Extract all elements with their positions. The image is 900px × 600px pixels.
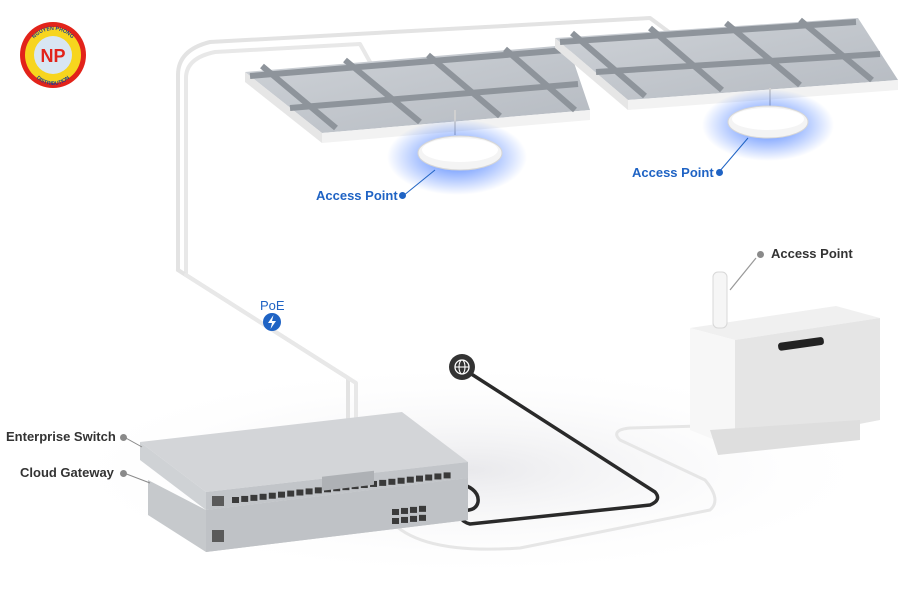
switch-port: [443, 472, 451, 479]
enterprise-switch-dot: [120, 434, 127, 441]
gateway-port: [401, 507, 408, 514]
gateway-port: [392, 518, 399, 524]
gateway-status-led: [212, 530, 224, 542]
switch-port: [406, 476, 414, 483]
switch-port: [434, 473, 442, 480]
gateway-port: [392, 509, 399, 515]
switch-port: [232, 497, 239, 503]
gateway-port: [401, 516, 408, 523]
gateway-port: [410, 515, 417, 522]
switch-port: [287, 490, 295, 497]
enterprise-switch-label: Enterprise Switch: [6, 429, 116, 444]
access-point-dot-2: [716, 169, 723, 176]
switch-port: [397, 477, 405, 484]
switch-port: [250, 494, 258, 501]
gateway-port: [410, 506, 417, 513]
cloud-gateway-dot: [120, 470, 127, 477]
leader-line-switch: [123, 436, 143, 448]
access-point-label-3: Access Point: [771, 246, 853, 261]
cloud-gateway-label: Cloud Gateway: [20, 465, 114, 480]
access-point-ceiling-2: [702, 88, 834, 161]
switch-port: [259, 493, 267, 500]
switch-port: [305, 488, 313, 495]
switch-port: [314, 487, 322, 494]
logo-monogram: NP: [40, 46, 65, 66]
switch-port: [296, 489, 304, 496]
cloud-gateway: [148, 478, 468, 552]
switch-port: [388, 478, 396, 485]
access-point-label-1: Access Point: [316, 188, 398, 203]
access-point-dot-1: [399, 192, 406, 199]
poe-label: PoE: [260, 298, 285, 313]
access-point-ceiling-1: [387, 110, 527, 195]
gateway-port: [419, 505, 426, 512]
leader-line-gateway: [123, 472, 151, 484]
gateway-drive-bay: [322, 470, 374, 491]
gateway-ports: [392, 505, 426, 524]
switch-port: [379, 479, 387, 486]
globe-icon: [449, 354, 475, 380]
leader-line-ap1: [402, 169, 436, 197]
switch-status-led: [212, 496, 224, 506]
lightning-icon: [263, 313, 281, 331]
ceiling-panel-right: [555, 17, 898, 110]
switch-port: [278, 491, 285, 498]
switch-port: [425, 474, 433, 481]
company-logo: NGUYEN PHONG DISTRIBUTION NP: [20, 22, 86, 88]
outdoor-access-point-box: [690, 257, 880, 455]
access-point-dot-3: [757, 251, 764, 258]
switch-port: [268, 492, 276, 499]
switch-port: [416, 475, 423, 482]
leader-line-ap2: [718, 137, 749, 173]
switch-port: [241, 495, 249, 502]
access-point-label-2: Access Point: [632, 165, 714, 180]
gateway-port: [419, 514, 426, 521]
